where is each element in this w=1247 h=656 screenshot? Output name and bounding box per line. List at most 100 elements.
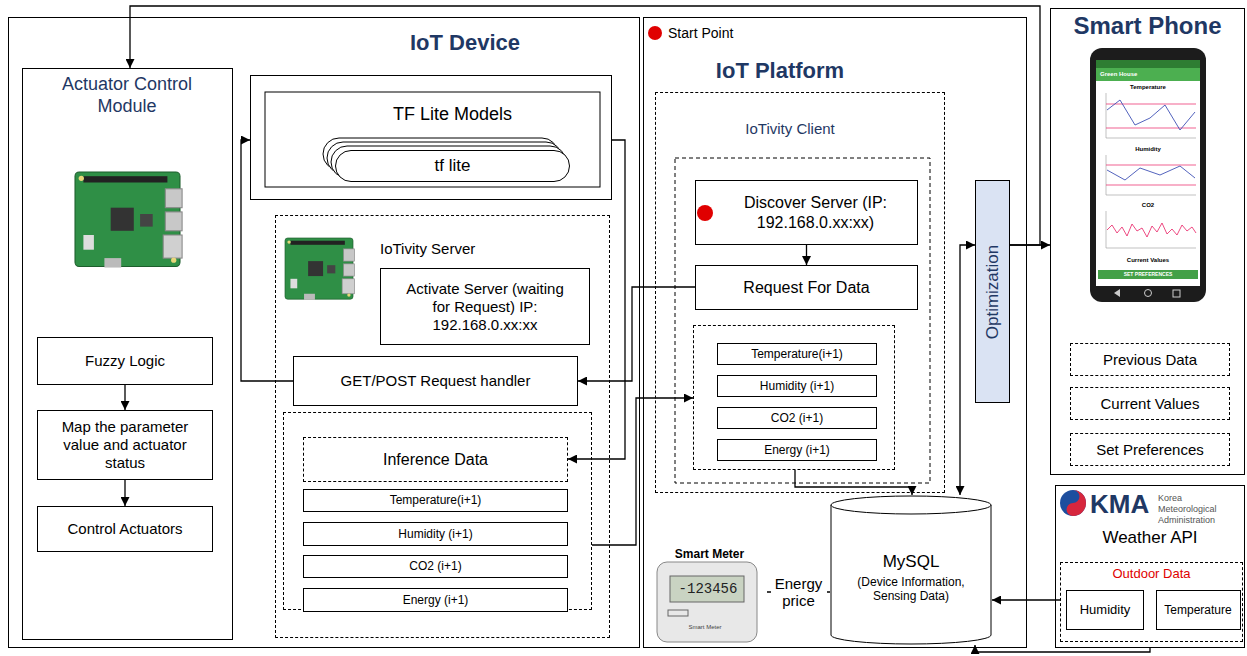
connector [795, 470, 912, 495]
process-box: Map the parameter value and actuator sta… [37, 410, 213, 480]
node-text: Energy (i+1) [310, 593, 561, 607]
process-box: Request For Data [695, 265, 918, 310]
module-panel: Actuator Control ModuleFuzzy LogicMap th… [22, 68, 233, 640]
data-field: CO2 (i+1) [717, 407, 877, 429]
node-text: Optimization [982, 244, 1002, 338]
data-group: Temperature(i+1) Humidity (i+1) CO2 (i+1) E… [693, 325, 895, 470]
node-text: Temperature [1163, 603, 1234, 617]
phone-illustration [1106, 104, 1196, 105]
node-text: GET/POST Request handler [300, 372, 571, 390]
data-field: Temperature(i+1) [303, 489, 568, 512]
node-text: Fuzzy Logic [44, 352, 206, 370]
connector [241, 140, 293, 381]
node-text: Previous Data [1077, 351, 1223, 369]
model-file: tf lite [335, 150, 570, 182]
node-text: Humidity (i+1) [310, 527, 561, 541]
node-text: CO2 (i+1) [310, 559, 561, 573]
phone-illustration [1106, 211, 1107, 248]
model-frame [265, 92, 600, 187]
node-text: Request For Data [702, 278, 911, 297]
node-text: Energy (i+1) [724, 443, 870, 457]
node-text: Inference Data [310, 450, 561, 469]
start-dot [697, 205, 713, 221]
data-field: Humidity (i+1) [717, 375, 877, 397]
connector [992, 599, 1060, 600]
heading-text: MySQL [830, 552, 992, 572]
phone-illustration [1106, 93, 1107, 138]
process-box: Discover Server (IP: 192.168.0.xx:xx) [695, 180, 918, 245]
picture-text: Temperature [1118, 84, 1178, 91]
client-region: IoTivity ClientDiscover Server (IP: 192.… [655, 92, 945, 493]
raspberry-pi-board [75, 172, 182, 268]
smart-meter-device [657, 562, 757, 642]
phone-illustration [1106, 165, 1196, 166]
phone-illustration [1107, 166, 1195, 180]
phone-illustration [1096, 68, 1200, 81]
heading-text: IoTivity Server [380, 240, 530, 258]
picture-text: Humidity [1118, 146, 1178, 153]
data-box: Temperature [1156, 590, 1241, 630]
connector [124, 480, 125, 506]
phone-illustration [1090, 48, 1206, 302]
kma-logo [1067, 490, 1086, 516]
node-text: Current Values [1077, 395, 1223, 413]
node-text: Discover Server (IP: 192.168.0.xx:xx) [722, 193, 909, 231]
connector [124, 385, 125, 410]
weather-panel: KMAKorea Meteorological AdministrationWe… [1055, 485, 1245, 648]
phone-illustration [1090, 48, 1206, 302]
menu-item: Set Preferences [1070, 433, 1230, 466]
kma-logo [1060, 490, 1086, 516]
heading-text: TF Lite Models [340, 104, 565, 126]
data-field: CO2 (i+1) [303, 555, 568, 578]
phone-illustration [1107, 100, 1195, 130]
phone-illustration [1106, 155, 1107, 195]
raspberry-pi-board [285, 238, 354, 300]
smart-meter-device [657, 562, 757, 642]
data-field: Temperature(i+1) [717, 343, 877, 365]
connector [130, 6, 1040, 245]
phone-illustration [1173, 290, 1180, 297]
group-frame [675, 158, 930, 483]
start-dot [648, 26, 713, 221]
heading-text: Smart Meter [652, 547, 767, 561]
phone-illustration [1106, 185, 1196, 186]
connector [975, 645, 1150, 652]
heading-text: Smart Phone [1050, 12, 1245, 41]
node-text: Temperature(i+1) [724, 347, 870, 361]
model-panel: TF Lite Models tf lite [250, 75, 612, 200]
node-text: Activate Server (waiting for Request) IP… [403, 280, 567, 334]
cylinder-outline [831, 496, 991, 514]
heading-text: (Device Information, Sensing Data) [840, 575, 982, 604]
heading-text: Weather API [1055, 528, 1245, 548]
model-frame [265, 92, 600, 187]
phone-illustration [1145, 290, 1152, 297]
menu-item: Current Values [1070, 387, 1230, 420]
connector [578, 287, 695, 381]
start-dot [648, 26, 662, 40]
smart-meter-device [668, 610, 688, 616]
phone-illustration [1098, 270, 1198, 279]
heading-text: IoTivity Client [715, 120, 865, 138]
connector [806, 245, 807, 265]
raspberry-pi-board [285, 238, 354, 300]
database-cylinder: MySQL (Device Information, Sensing Data) [830, 495, 992, 645]
process-box: GET/POST Request handler [293, 356, 578, 406]
process-box: Fuzzy Logic [37, 337, 213, 385]
picture-text: CO2 [1118, 202, 1178, 209]
node-text: Map the parameter value and actuator sta… [44, 418, 206, 472]
picture-text: Smart Meter [675, 624, 735, 631]
optimization-bar: Optimization [975, 180, 1010, 403]
node-text: Set Preferences [1077, 441, 1223, 459]
heading-text: Actuator Control Module [42, 74, 212, 117]
phone-illustration [1114, 289, 1120, 297]
data-group: Inference DataTemperature(i+1) Humidity (… [283, 412, 592, 610]
process-box: Control Actuators [37, 506, 213, 552]
phone-illustration [1106, 248, 1196, 249]
picture-text: SET PREFERENCES [1108, 271, 1188, 277]
node-text: Temperature(i+1) [310, 493, 561, 507]
heading-text: IoT Device [370, 30, 560, 56]
edge-label: Energy price [771, 575, 827, 610]
